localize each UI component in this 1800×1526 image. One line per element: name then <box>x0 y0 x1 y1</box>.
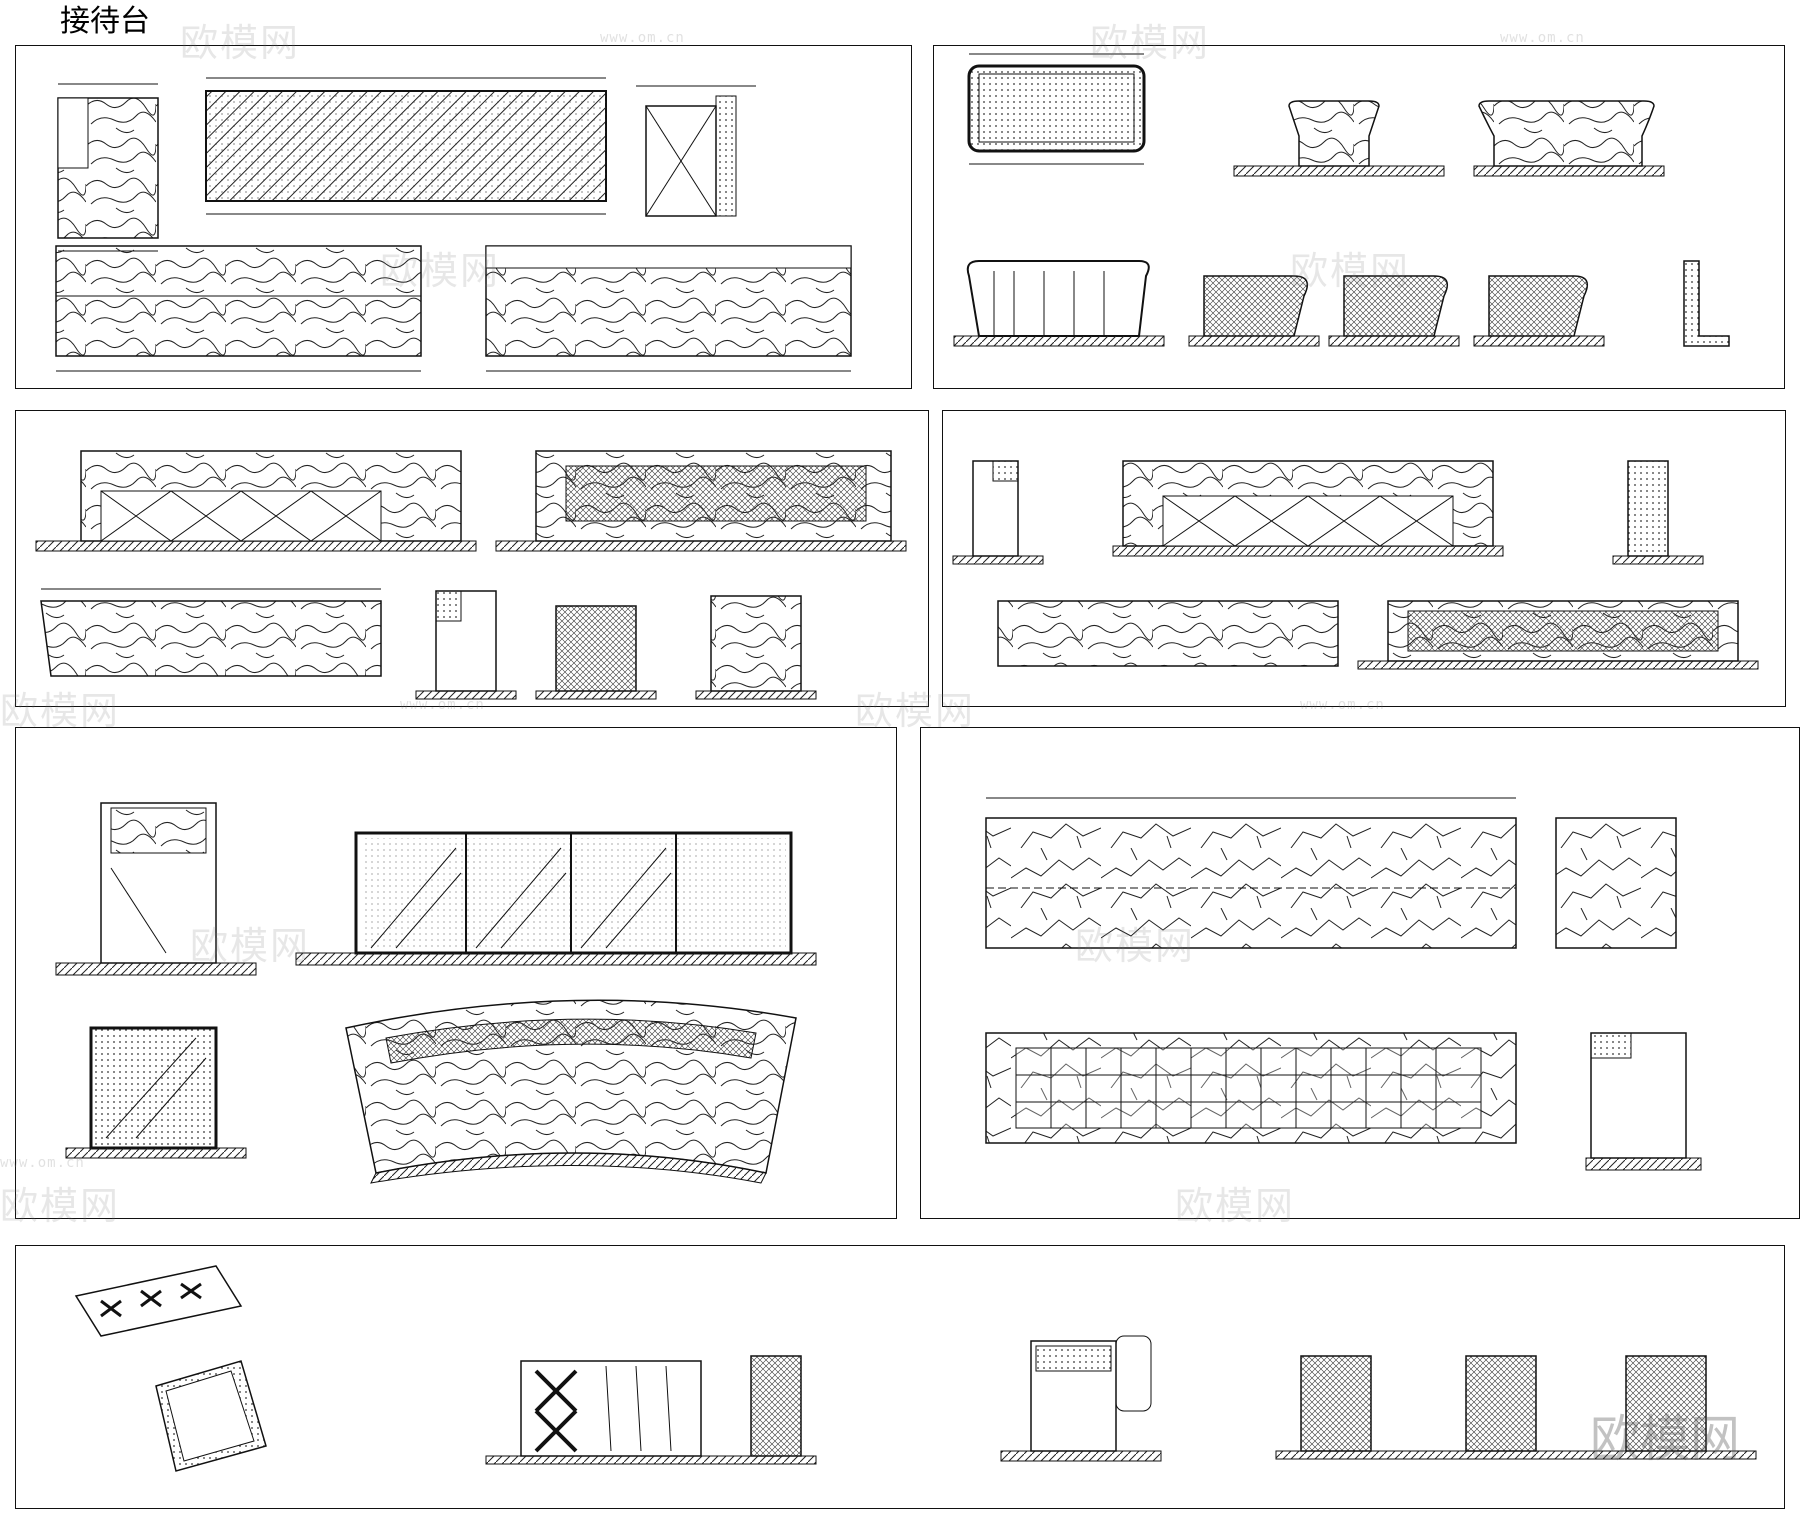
drawing-panel-6 <box>920 727 1800 1219</box>
drawing-panel-2 <box>933 45 1785 389</box>
side-a <box>535 605 657 700</box>
sections-right <box>1275 1355 1757 1460</box>
elevation-curved-a <box>1233 100 1445 177</box>
elevation-grid <box>985 1032 1517 1144</box>
drawing-panel-1 <box>15 45 912 389</box>
drawing-panel-4 <box>942 410 1786 707</box>
section-bell-counter <box>1000 1335 1162 1462</box>
drawing-panel-1-svg <box>55 77 852 372</box>
section-3 <box>1328 275 1460 347</box>
watermark-url: www.om.cn <box>1500 30 1585 46</box>
drawing-panel-3 <box>15 410 929 707</box>
section-box <box>636 85 756 217</box>
elevation-back-mesh <box>495 450 907 552</box>
elevation-bell-counter <box>485 1355 817 1465</box>
elevation-front <box>1112 460 1504 557</box>
section-left <box>952 460 1044 565</box>
plan-stone <box>997 600 1339 667</box>
plan-small <box>57 83 159 252</box>
elevation-stone-top <box>985 797 1517 949</box>
drawing-panel-4-svg <box>952 460 1759 670</box>
section-side <box>55 802 257 976</box>
elevation-back-stone <box>485 245 852 372</box>
section-box <box>65 1026 247 1159</box>
plan-counter <box>967 53 1146 165</box>
drawing-panel-3-svg <box>35 450 907 700</box>
section-right <box>1585 1032 1702 1171</box>
elevation-front-stone <box>55 245 422 372</box>
elevation-curved-b <box>1473 100 1665 177</box>
elevation-front <box>35 450 477 552</box>
elevation-glass <box>295 831 817 966</box>
plan-top-hatched <box>205 77 607 215</box>
drawing-panel-7-svg <box>74 1265 1757 1472</box>
side-b <box>695 595 817 700</box>
drawing-panel-5 <box>15 727 897 1219</box>
side-stone <box>1555 817 1677 949</box>
drawing-panel-7 <box>15 1245 1785 1509</box>
section-2 <box>1188 275 1320 347</box>
section-4 <box>1473 275 1605 347</box>
section-1 <box>953 260 1165 347</box>
drawing-panel-5-svg <box>55 802 817 1184</box>
drawing-panel-2-svg <box>953 53 1730 347</box>
watermark-url: www.om.cn <box>600 30 685 46</box>
axonometric-plan <box>74 1265 267 1472</box>
plan-mesh <box>1357 600 1759 670</box>
plan-stone <box>40 588 382 677</box>
section <box>415 590 517 700</box>
page-title: 接待台 <box>60 4 150 39</box>
section-right <box>1612 460 1704 565</box>
plan-curved <box>345 999 797 1184</box>
drawing-panel-6-svg <box>985 797 1702 1171</box>
detail <box>1683 260 1730 347</box>
